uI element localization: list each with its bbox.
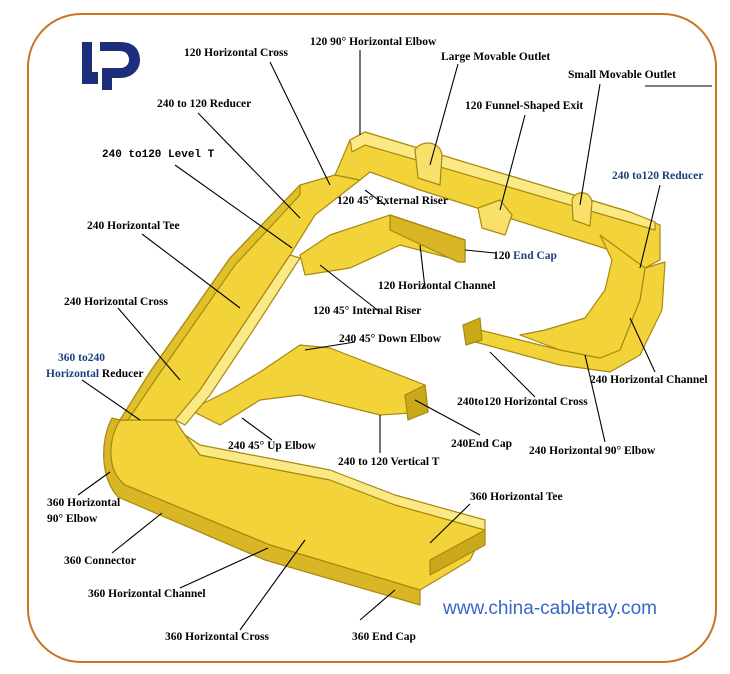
label-360-end-cap: 360 End Cap [352, 631, 416, 643]
label-360-horizontal-elbow-line2: 90° Elbow [47, 513, 98, 525]
rounded-frame [27, 13, 717, 663]
company-logo: LP [82, 42, 140, 90]
label-240-horizontal-channel: 240 Horizontal Channel [590, 374, 708, 386]
label-360-horizontal-cross: 360 Horizontal Cross [165, 631, 269, 643]
label-240-horizontal-cross: 240 Horizontal Cross [64, 296, 168, 308]
label-240-to120-reducer-right: 240 to120 Reducer [612, 170, 704, 182]
label-240to120-horizontal-cross: 240to120 Horizontal Cross [457, 396, 588, 408]
label-360-horizontal-tee: 360 Horizontal Tee [470, 491, 563, 503]
label-240-to-120-vertical-t: 240 to 120 Vertical T [338, 456, 440, 468]
label-360-to240-reducer-line2: Horizontal Reducer [46, 368, 144, 380]
label-360-connector: 360 Connector [64, 555, 136, 567]
label-240-to-120-reducer: 240 to 120 Reducer [157, 98, 252, 110]
small-outlet-shape [571, 192, 593, 227]
label-120-funnel-shaped-exit: 120 Funnel-Shaped Exit [465, 100, 584, 112]
label-120-45-external-riser: 120 45° External Riser [337, 195, 448, 207]
funnel-exit-shape [477, 199, 513, 236]
label-120-horizontal-cross: 120 Horizontal Cross [184, 47, 288, 59]
label-360-to240-reducer-line1: 360 to240 [58, 352, 105, 364]
label-small-movable-outlet: Small Movable Outlet [568, 69, 676, 81]
leader-lines [77, 50, 712, 631]
large-outlet-shape [414, 142, 443, 186]
label-120-end-cap: 120 End Cap [493, 250, 557, 262]
label-360-horizontal-elbow-line1: 360 Horizontal [47, 497, 121, 509]
label-240-horizontal-tee: 240 Horizontal Tee [87, 220, 180, 232]
label-large-movable-outlet: Large Movable Outlet [441, 51, 551, 63]
label-360-horizontal-channel: 360 Horizontal Channel [88, 588, 206, 600]
tray-system [103, 131, 666, 606]
website-url[interactable]: www.china-cabletray.com [443, 598, 658, 619]
label-240-horizontal-90-elbow: 240 Horizontal 90° Elbow [529, 445, 656, 457]
label-120-horizontal-channel: 120 Horizontal Channel [378, 280, 496, 292]
label-240-end-cap: 240End Cap [451, 438, 513, 450]
label-240-to120-level-t: 240 to120 Level T [102, 149, 215, 161]
label-120-90-horizontal-elbow: 120 90° Horizontal Elbow [310, 36, 437, 48]
label-240-45-up-elbow: 240 45° Up Elbow [228, 440, 316, 452]
label-240-45-down-elbow: 240 45° Down Elbow [339, 333, 442, 345]
label-120-45-internal-riser: 120 45° Internal Riser [313, 305, 422, 317]
